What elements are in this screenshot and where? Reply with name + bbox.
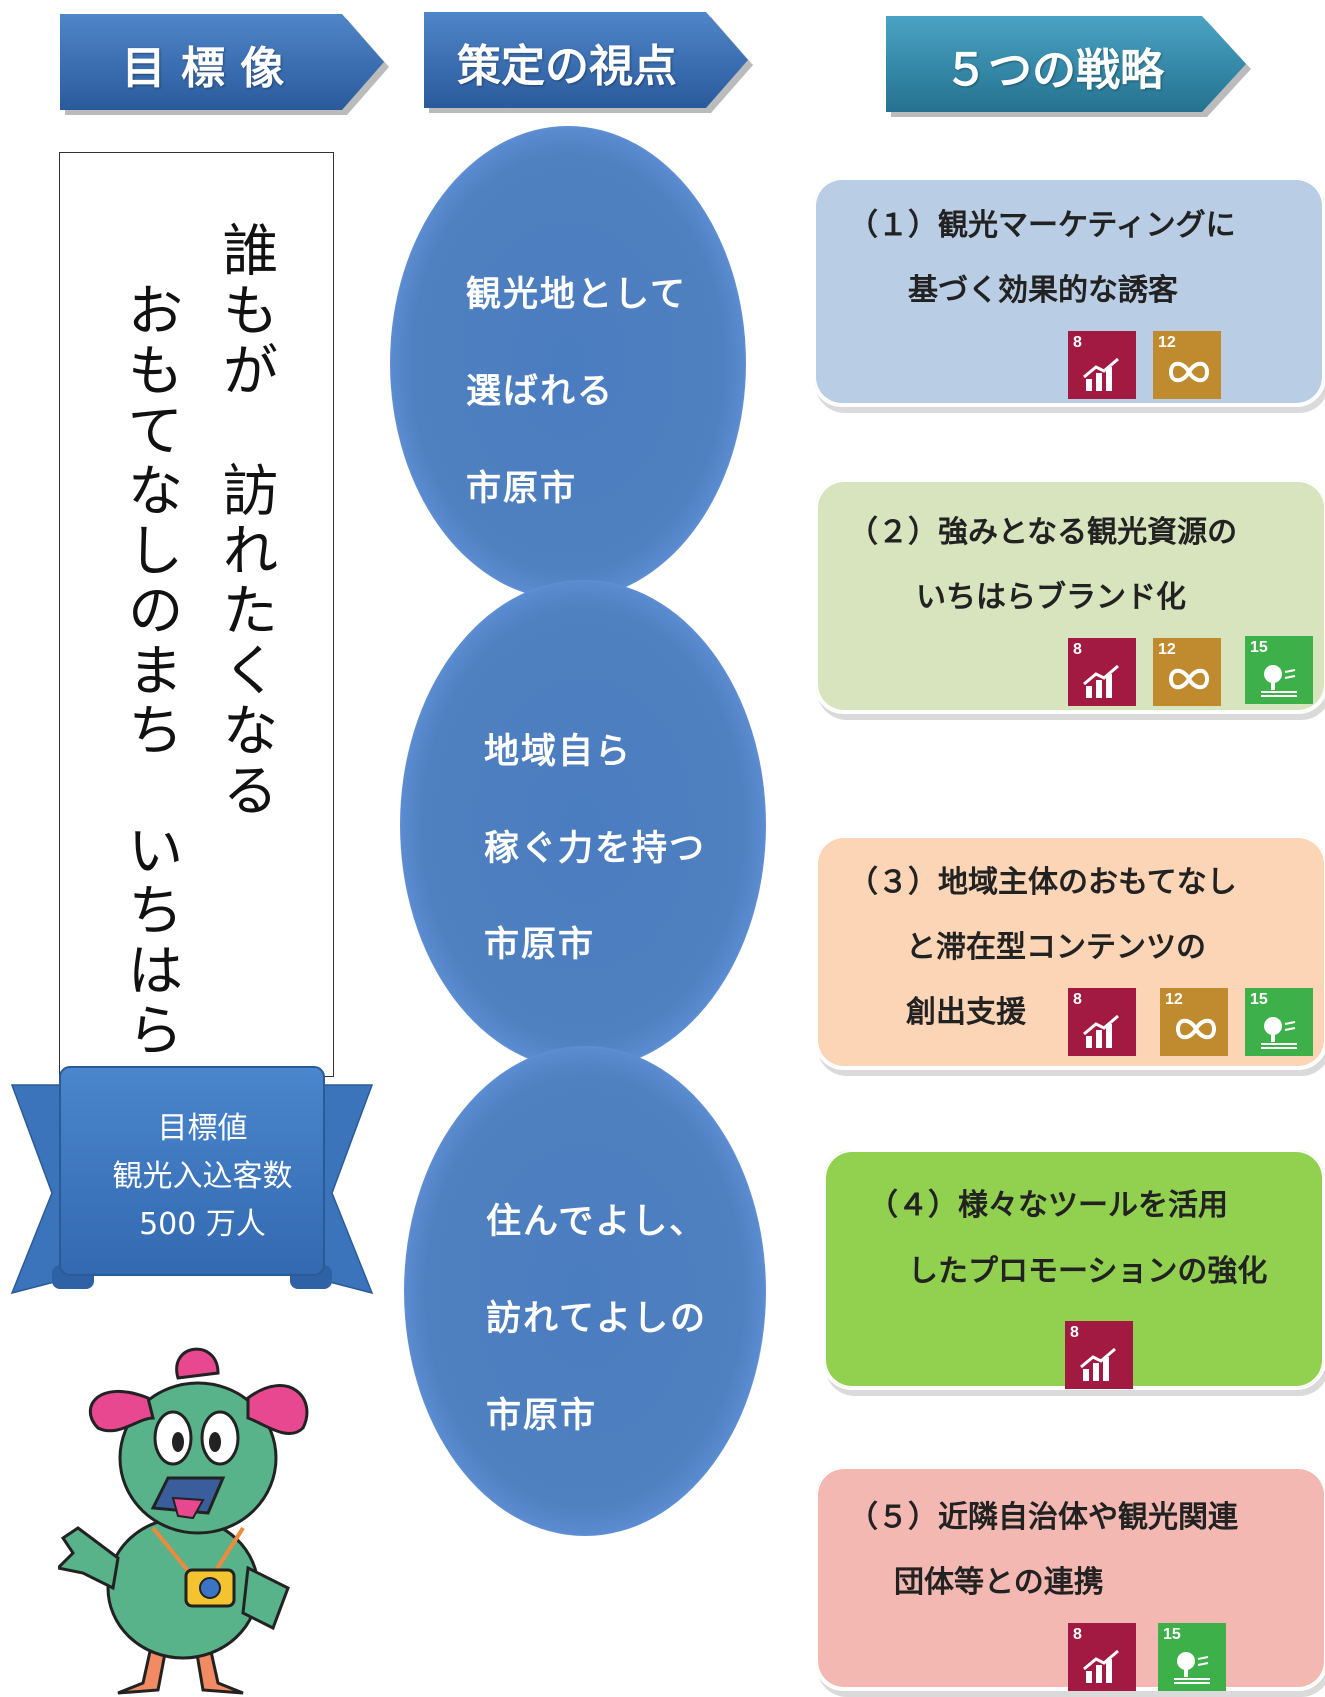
target-ribbon: 目標値 観光入込客数 500 万人: [10, 1065, 374, 1301]
strategy-3-line-2: と滞在型コンテンツの: [906, 930, 1206, 965]
strategy-5-line-1: （５）近隣自治体や観光関連: [848, 1500, 1238, 1535]
strategy-2-line-2: いちはらブランド化: [916, 580, 1186, 615]
vision-line-2: おもてなしのまち いちはら: [118, 281, 183, 1061]
viewpoint-1-line-2: 選ばれる: [466, 372, 615, 412]
target-metric: 観光入込客数: [112, 1159, 293, 1194]
sdg-12-icon: 12: [1153, 331, 1221, 399]
strategy-card-4: [822, 1148, 1325, 1390]
sdg-8-icon: 8: [1068, 988, 1136, 1056]
sdg-15-icon: 15: [1245, 636, 1313, 704]
sdg-15-icon: 15: [1158, 1623, 1226, 1691]
sdg-8-icon: 8: [1065, 1321, 1133, 1389]
viewpoint-2-line-3: 市原市: [484, 925, 596, 965]
viewpoint-2-line-1: 地域自ら: [484, 732, 633, 772]
mascot-bird-image: [58, 1347, 309, 1695]
sdg-8-icon: 8: [1068, 1623, 1136, 1691]
arrow-shape-goal: [60, 14, 389, 115]
strategy-5-line-2: 団体等との連携: [894, 1565, 1104, 1600]
strategy-2-line-1: （２）強みとなる観光資源の: [848, 515, 1238, 550]
viewpoint-ellipse-2: [400, 580, 766, 1070]
viewpoint-3-line-3: 市原市: [486, 1396, 598, 1436]
ribbon-shape: [10, 1066, 374, 1295]
viewpoint-ellipse-1: [390, 126, 746, 600]
header-goal-label: 目 標 像: [121, 43, 285, 94]
strategy-1-line-2: 基づく効果的な誘客: [908, 273, 1178, 308]
strategy-1-line-1: （１）観光マーケティングに: [848, 208, 1236, 243]
viewpoint-1-line-1: 観光地として: [466, 275, 687, 315]
arrow-shape-strategies: [886, 16, 1251, 117]
sdg-8-icon: 8: [1068, 331, 1136, 399]
sdg-15-icon: 15: [1245, 988, 1313, 1056]
strategy-4-line-1: （４）様々なツールを活用: [868, 1188, 1228, 1223]
header-goal: 目 標 像: [58, 12, 392, 116]
header-strategies-label: ５つの戦略: [944, 45, 1164, 96]
sdg-12-icon: 12: [1160, 988, 1228, 1056]
target-label: 目標値: [157, 1111, 248, 1146]
header-viewpoint-label: 策定の視点: [457, 41, 677, 92]
viewpoint-3-line-2: 訪れてよしの: [486, 1299, 707, 1339]
header-viewpoint: 策定の視点: [422, 10, 756, 114]
vision-line-1: 誰もが 訪れたくなる: [213, 221, 278, 821]
strategy-3-line-3: 創出支援: [906, 995, 1026, 1030]
strategy-3-line-1: （３）地域主体のおもてなし: [848, 865, 1237, 900]
viewpoint-2-line-2: 稼ぐ力を持つ: [484, 829, 707, 869]
header-strategies: ５つの戦略: [884, 14, 1254, 118]
strategy-4-line-2: したプロモーションの強化: [908, 1254, 1268, 1289]
arrow-shape-viewpoint: [424, 12, 753, 113]
viewpoint-1-line-3: 市原市: [466, 469, 578, 509]
sdg-12-icon: 12: [1153, 638, 1221, 706]
viewpoint-ellipse-3: [404, 1046, 766, 1536]
sdg-8-icon: 8: [1068, 638, 1136, 706]
target-value: 500 万人: [139, 1207, 266, 1242]
viewpoint-3-line-1: 住んでよし、: [486, 1202, 707, 1242]
vision-box: 誰もが 訪れたくなる おもてなしのまち いちはら: [59, 152, 334, 1077]
